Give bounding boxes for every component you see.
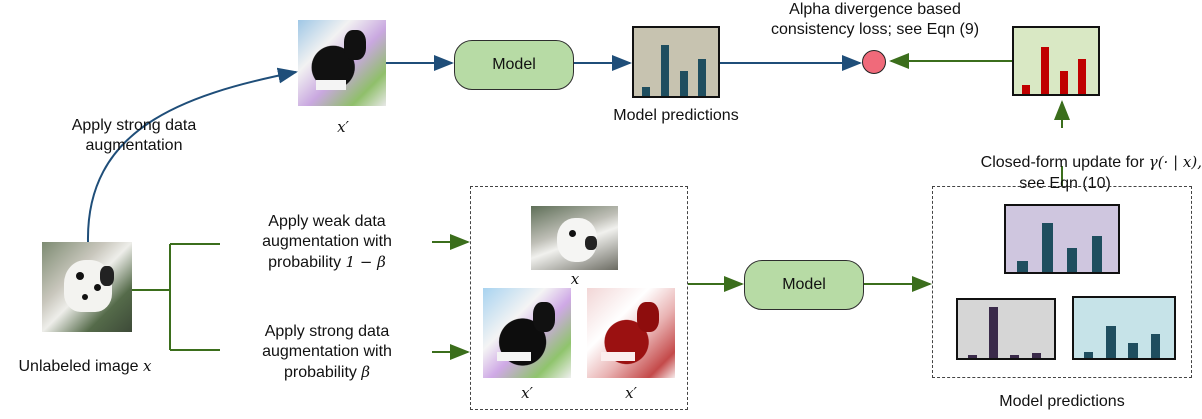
target-bar-0 — [1022, 85, 1031, 94]
target-bar-1 — [1041, 47, 1050, 94]
purple-bar-3 — [1091, 236, 1103, 272]
cyan-bar-2 — [1128, 343, 1138, 358]
purple-bar-0 — [1017, 261, 1028, 272]
branch-lines — [132, 243, 220, 351]
prediction-chart-strong-2 — [1072, 296, 1176, 360]
model-predictions-top-chart — [632, 26, 720, 98]
model-top: Model — [454, 40, 574, 90]
prediction-chart-weak — [1004, 204, 1120, 274]
loss-node — [862, 50, 886, 74]
top_pred-bar-1 — [661, 45, 670, 96]
target-bar-2 — [1059, 71, 1068, 94]
top_pred-bar-0 — [642, 86, 651, 96]
gray-bar-0 — [967, 355, 977, 358]
purple-bar-1 — [1042, 222, 1053, 272]
gray-bar-3 — [1031, 352, 1041, 358]
gray-bar-2 — [1010, 355, 1020, 358]
strong-aug2-label: Apply strong data augmentation with prob… — [262, 323, 392, 381]
strong-aug-arrow — [86, 67, 298, 243]
cyan-bar-0 — [1084, 351, 1094, 358]
see-eqn10-label: see Eqn (10) — [1019, 175, 1111, 192]
target-distribution-chart — [1012, 26, 1100, 96]
x-weak-label: x — [570, 270, 580, 288]
top_pred-bar-3 — [698, 58, 707, 96]
xprime-top-image — [298, 20, 386, 106]
cyan-bar-3 — [1150, 333, 1160, 358]
prediction-chart-strong-1 — [956, 298, 1056, 360]
purple-bar-2 — [1066, 248, 1078, 272]
xprime-strong-label-2: x′ — [625, 384, 637, 402]
alpha-divergence-label: Alpha divergence based consistency loss;… — [770, 1, 980, 38]
x-weak-image — [531, 206, 618, 270]
unlabeled-caption: Unlabeled image x — [18, 357, 152, 375]
gray-bar-1 — [988, 307, 998, 358]
target-bar-3 — [1078, 59, 1087, 94]
cyan-bar-1 — [1106, 325, 1116, 358]
xprime-top-label: x′ — [337, 118, 349, 136]
model-predictions-top-label: Model predictions — [613, 107, 739, 124]
xprime-strong-image-1 — [483, 288, 571, 378]
top_pred-bar-2 — [679, 71, 688, 96]
predictions-box — [932, 186, 1192, 378]
weak-aug-label: Apply weak data augmentation with probab… — [262, 213, 392, 271]
xprime-strong-image-2 — [587, 288, 675, 378]
strong-aug-label: Apply strong data augmentation — [71, 117, 197, 154]
augmented-images-box — [470, 186, 688, 410]
xprime-strong-label-1: x′ — [521, 384, 533, 402]
model-bottom: Model — [744, 260, 864, 310]
unlabeled-image — [42, 242, 132, 332]
model-predictions-bottom-label: Model predictions — [999, 393, 1125, 410]
closed-form-label: Closed-form update for γ(· | x), — [980, 153, 1202, 171]
